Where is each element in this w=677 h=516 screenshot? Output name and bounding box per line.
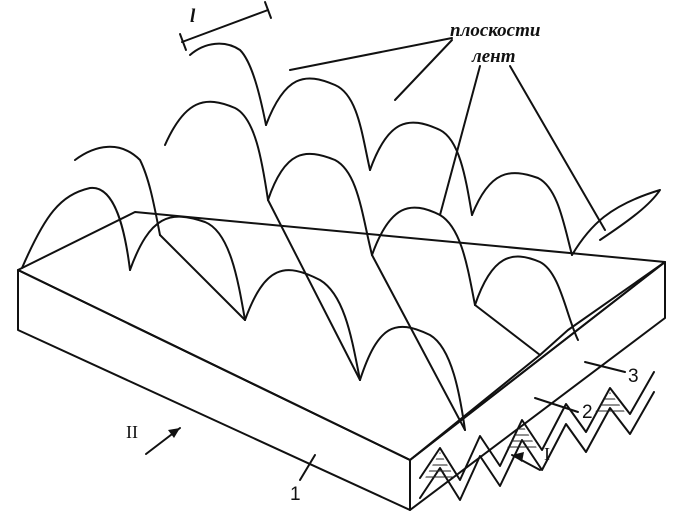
flow-II-label: II bbox=[126, 422, 138, 442]
callout-2-label: 2 bbox=[582, 402, 593, 423]
flow-I-label: I bbox=[544, 444, 550, 464]
callout-2: 2 bbox=[534, 397, 593, 423]
callout-1: 1 bbox=[290, 454, 316, 505]
callout-3: 3 bbox=[584, 361, 639, 387]
callout-3-label: 3 bbox=[628, 366, 639, 387]
planes-label-line2: лент bbox=[471, 46, 516, 67]
dimension-l: l bbox=[179, 1, 272, 51]
dim-label: l bbox=[190, 6, 196, 27]
planes-callout: плоскости лент bbox=[289, 20, 606, 231]
flow-arrow-II: II bbox=[126, 422, 181, 455]
fin-strips bbox=[21, 42, 661, 431]
corrugated-core bbox=[419, 371, 655, 501]
callout-1-label: 1 bbox=[290, 484, 301, 505]
base-plate bbox=[17, 211, 666, 511]
flow-arrow-I: I bbox=[511, 444, 550, 471]
planes-label-line1: плоскости bbox=[450, 20, 540, 41]
